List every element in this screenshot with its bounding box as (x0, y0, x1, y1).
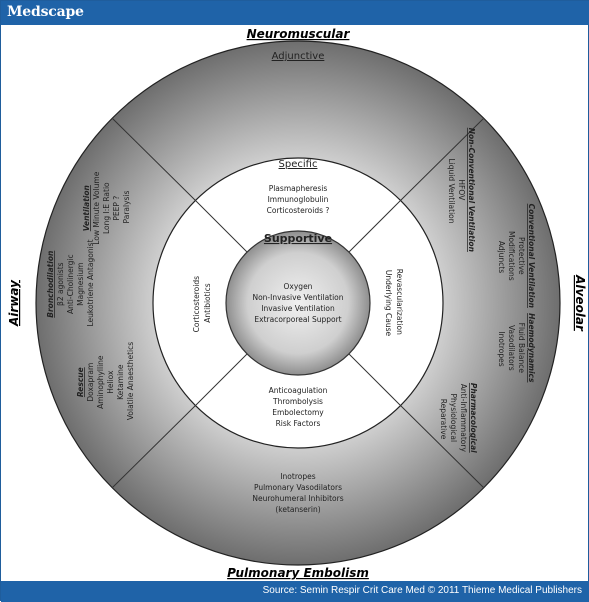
outer-label-neuromuscular: Neuromuscular (247, 27, 351, 41)
svg-text:Corticosteroids Antibi: Corticosteroids Antibiotics (192, 274, 212, 333)
outer-label-pulmonary-embolism: Pulmonary Embolism (227, 566, 369, 580)
middle-top-sector: Plasmapheresis Immunoglobulin Corticoste… (267, 184, 330, 215)
core-item: Oxygen (284, 282, 313, 291)
rescue-item: Heliox (106, 370, 115, 394)
middle-top-item: Immunoglobulin (268, 195, 329, 204)
ventilation-item: Long I:E Ratio (102, 182, 111, 234)
conventional-ventilation-title: Conventional Ventilation (527, 204, 536, 308)
conventional-ventilation-item: Protective (517, 237, 526, 275)
outer-ring-label-adjunctive: Adjunctive (272, 51, 325, 62)
svg-text:Conventional Ventilation: Conventional Ventilation Protective Modi… (497, 204, 536, 311)
middle-right-item: Underlying Cause (384, 270, 393, 337)
svg-text:Rescue Doxapram: Rescue Doxapram Aminophylline Heliox Ket… (76, 342, 135, 420)
outer-bottom-sector: Inotropes Pulmonary Vasodilators Neurohu… (252, 472, 343, 514)
middle-top-item: Plasmapheresis (269, 184, 328, 193)
middle-bottom-item: Embolectomy (272, 408, 324, 417)
svg-text:Ventilation Low Minute: Ventilation Low Minute Volume Long I:E R… (82, 169, 131, 244)
ventilation-item: Low Minute Volume (92, 171, 101, 244)
rescue-item: Ketamine (116, 364, 125, 400)
source-footer-bar: Source: Semin Respir Crit Care Med © 201… (1, 581, 589, 602)
pharmacological-item: Anti-Inflammatory (459, 384, 468, 453)
svg-text:Revascularization Unde: Revascularization Underlying Cause (384, 269, 404, 337)
pharmacological-title: Pharmacological (469, 383, 478, 453)
outer-label-alveolar: Alveolar (573, 274, 587, 332)
non-conventional-ventilation-item: Liquid Ventilation (447, 159, 456, 224)
haemodynamics-title: Haemodynamics (527, 313, 536, 383)
middle-bottom-item: Thrombolysis (272, 397, 323, 406)
outer-bottom-item: (ketanserin) (275, 505, 320, 514)
treatment-wheel-diagram: Neuromuscular Pulmonary Embolism Airway … (7, 27, 587, 580)
middle-top-item: Corticosteroids ? (267, 206, 330, 215)
svg-text:Bronchodilation β2 ago: Bronchodilation β2 agonists Anti-Choline… (46, 239, 95, 326)
middle-bottom-sector: Anticoagulation Thrombolysis Embolectomy… (269, 386, 328, 428)
bronchodilation-item: Magnesium (76, 263, 85, 306)
bronchodilation-item: Leukotriene Antagonist (86, 239, 95, 326)
bronchodilation-item: Anti-Cholinergic (66, 254, 75, 314)
svg-text:Non-Conventional Ventilation: Non-Conventional Ventilation HFOV Liquid… (447, 128, 476, 255)
ventilation-item: PEEP ? (112, 196, 121, 221)
ventilation-item: Paralysis (122, 190, 131, 223)
conventional-ventilation-item: Modifications (507, 231, 516, 281)
source-citation: Source: Semin Respir Crit Care Med © 201… (262, 585, 582, 596)
middle-right-item: Revascularization (395, 269, 404, 335)
bronchodilation-item: β2 agonists (56, 262, 65, 306)
core-label-supportive: Supportive (264, 232, 332, 245)
outer-left-sector: Ventilation Low Minute Volume Long I:E R… (46, 169, 135, 420)
core-item: Non-Invasive Ventilation (252, 293, 343, 302)
middle-right-sector: Revascularization Underlying Cause (384, 269, 404, 337)
haemodynamics-item: Inotropes (497, 331, 506, 366)
medscape-logo[interactable]: Medscape (7, 4, 84, 20)
medscape-header-bar: Medscape (1, 1, 589, 25)
middle-left-item: Corticosteroids (192, 276, 201, 332)
outer-bottom-item: Pulmonary Vasodilators (254, 483, 342, 492)
core-item: Extracorporeal Support (254, 315, 341, 324)
core-items: Oxygen Non-Invasive Ventilation Invasive… (252, 282, 343, 324)
non-conventional-ventilation-title: Non-Conventional Ventilation (467, 128, 476, 252)
ventilation-title: Ventilation (82, 185, 91, 231)
middle-left-sector: Corticosteroids Antibiotics (192, 274, 212, 333)
middle-left-item: Antibiotics (203, 283, 212, 322)
sector-dividers (111, 117, 485, 489)
pharmacological-item: Physiological (449, 393, 458, 442)
bronchodilation-title: Bronchodilation (46, 251, 55, 318)
middle-bottom-item: Anticoagulation (269, 386, 328, 395)
haemodynamics-item: Vasodilators (507, 325, 516, 371)
core-item: Invasive Ventilation (261, 304, 335, 313)
conventional-ventilation-item: Adjuncts (497, 241, 506, 273)
rescue-item: Volatile Anaesthetics (126, 342, 135, 420)
rescue-item: Doxapram (86, 363, 95, 402)
outer-label-airway: Airway (7, 279, 21, 327)
svg-text:Haemodynamics Fluid Ba: Haemodynamics Fluid Balance Vasodilators… (497, 313, 536, 385)
middle-bottom-item: Risk Factors (276, 419, 321, 428)
non-conventional-ventilation-item: HFOV (457, 179, 466, 201)
rescue-title: Rescue (76, 367, 85, 397)
outer-bottom-item: Neurohumeral Inhibitors (252, 494, 343, 503)
outer-right-sector: Non-Conventional Ventilation HFOV Liquid… (439, 128, 536, 455)
middle-ring-label-specific: Specific (279, 159, 318, 170)
svg-text:Pharmacological Anti-I: Pharmacological Anti-Inflammatory Physio… (439, 383, 478, 455)
pharmacological-item: Reparative (439, 399, 448, 440)
core-circle (225, 230, 371, 376)
outer-bottom-item: Inotropes (280, 472, 315, 481)
rescue-item: Aminophylline (96, 355, 105, 409)
haemodynamics-item: Fluid Balance (517, 323, 526, 374)
